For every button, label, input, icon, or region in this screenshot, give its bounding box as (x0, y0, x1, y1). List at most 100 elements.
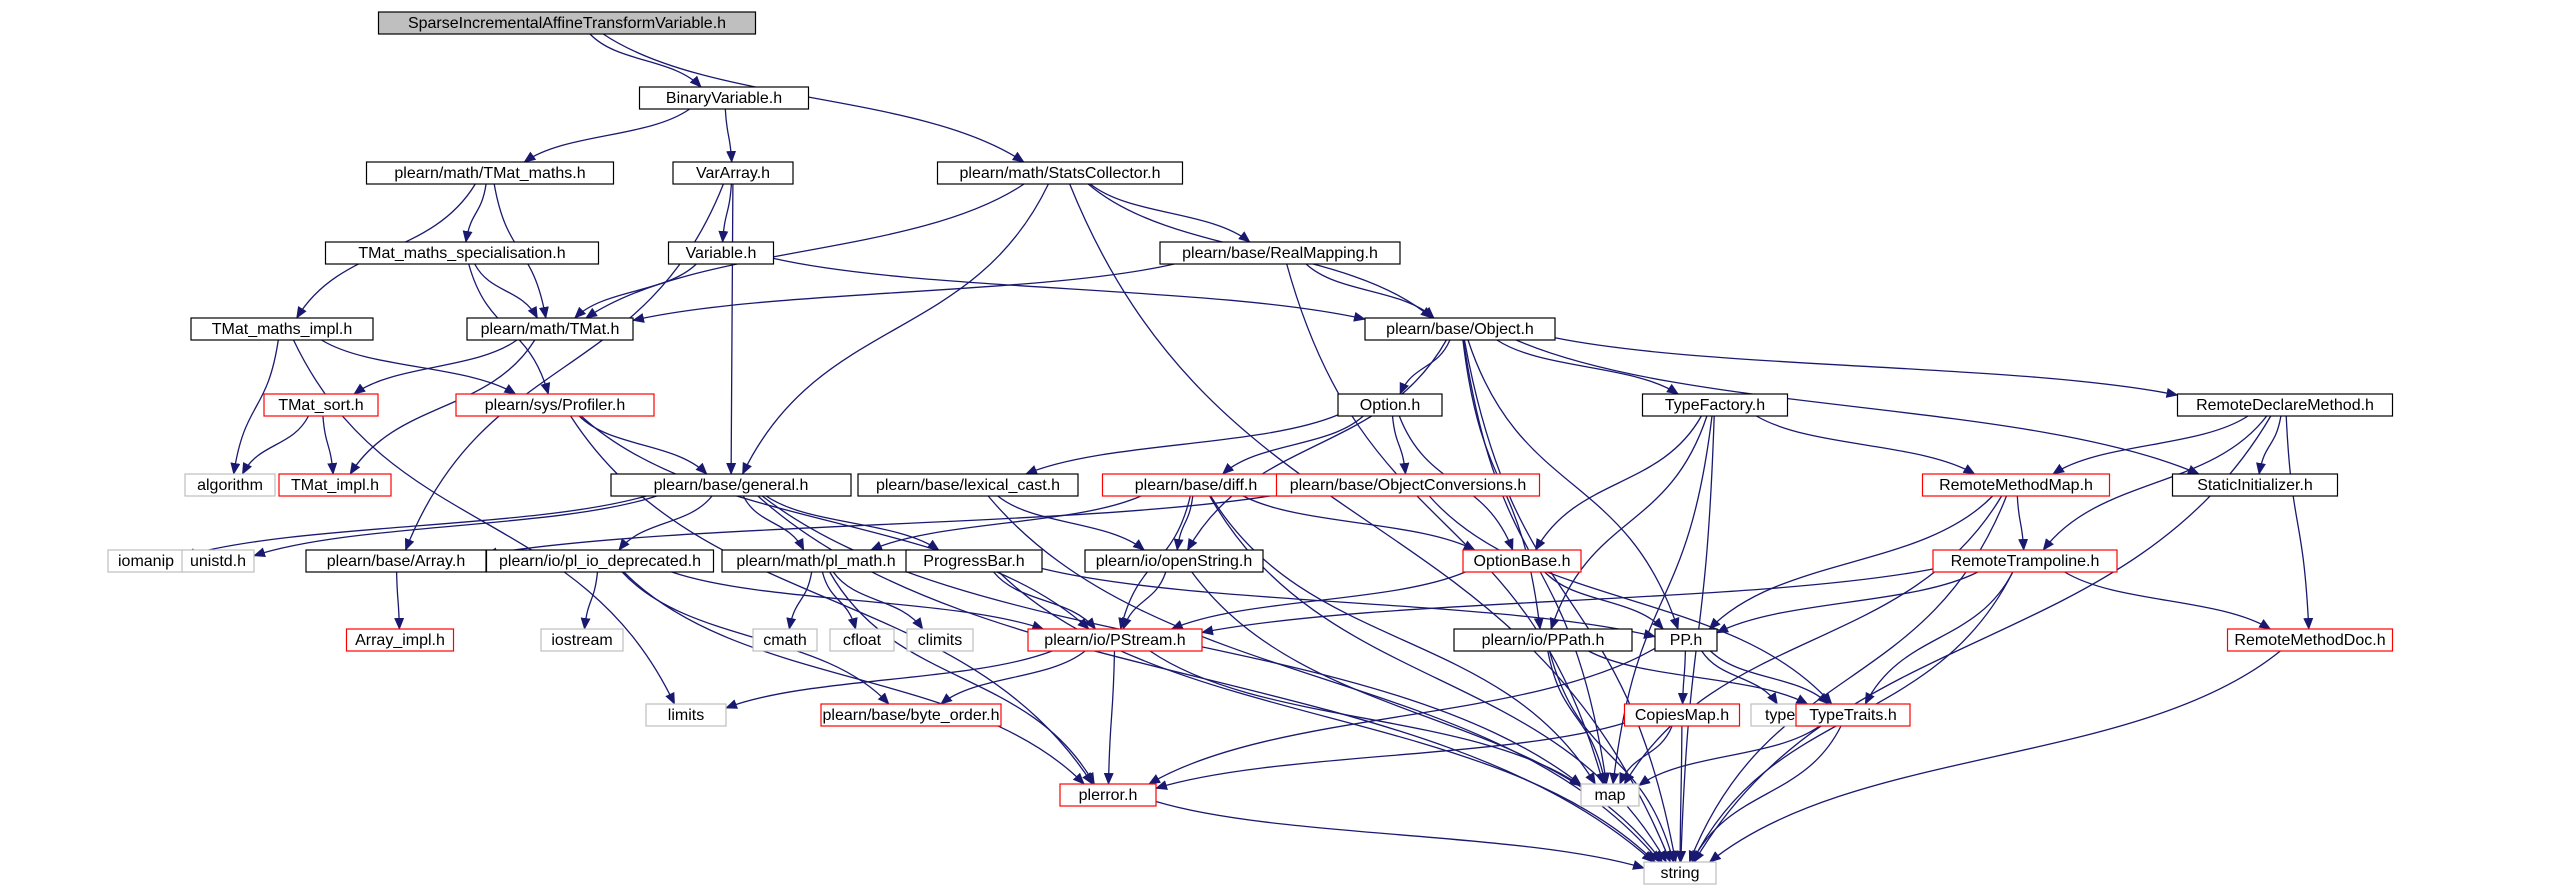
edge-remotedeclaremethod-to-staticinitializer (2256, 415, 2282, 475)
node-remotedeclaremethod[interactable]: RemoteDeclareMethod.h (2176, 393, 2394, 417)
node-binaryvariable[interactable]: BinaryVariable.h (638, 86, 810, 110)
node-array[interactable]: plearn/base/Array.h (305, 549, 487, 573)
node-string: string (1643, 861, 1717, 885)
node-remotemethoddoc[interactable]: RemoteMethodDoc.h (2226, 628, 2394, 652)
edge-tmat_maths_spec-to-tmat (474, 263, 538, 319)
node-progressbar[interactable]: ProgressBar.h (905, 549, 1043, 573)
node-label-remotetrampoline: RemoteTrampoline.h (1951, 553, 2100, 570)
edge-general-to-iomanip (183, 495, 647, 558)
edge-diff-to-optionbase (1242, 495, 1476, 551)
node-option[interactable]: Option.h (1337, 393, 1443, 417)
node-box-cmath (752, 628, 818, 652)
node-label-unistd: unistd.h (190, 553, 246, 570)
node-pp[interactable]: PP.h (1654, 628, 1718, 652)
edge-optionbase-to-pp (1544, 571, 1664, 630)
edge-profiler-to-plerror (570, 415, 1093, 785)
node-label-general: plearn/base/general.h (654, 477, 809, 494)
node-typetraits[interactable]: TypeTraits.h (1795, 703, 1911, 727)
node-realmapping[interactable]: plearn/base/RealMapping.h (1159, 241, 1401, 265)
node-tmat_maths[interactable]: plearn/math/TMat_maths.h (365, 161, 615, 185)
node-label-pl_math: plearn/math/pl_math.h (736, 553, 895, 570)
node-label-pstream: plearn/io/PStream.h (1044, 632, 1185, 649)
node-limits: limits (645, 703, 727, 727)
node-vararray[interactable]: VarArray.h (672, 161, 794, 185)
node-box-tmat_impl (278, 473, 392, 497)
node-label-lexical_cast: plearn/base/lexical_cast.h (876, 477, 1060, 494)
node-profiler[interactable]: plearn/sys/Profiler.h (455, 393, 655, 417)
edge-vararray-to-variable (718, 183, 733, 243)
node-diff[interactable]: plearn/base/diff.h (1101, 473, 1291, 497)
node-climits: climits (906, 628, 974, 652)
node-typefactory[interactable]: TypeFactory.h (1641, 393, 1789, 417)
node-staticinitializer[interactable]: StaticInitializer.h (2171, 473, 2339, 497)
edge-openstring-to-pstream (1122, 571, 1167, 630)
edges-layer (183, 33, 2314, 870)
node-general[interactable]: plearn/base/general.h (610, 473, 852, 497)
edge-tmat_sort-to-tmat_impl (322, 415, 338, 475)
node-copiesmap[interactable]: CopiesMap.h (1623, 703, 1741, 727)
edge-pp-to-typetraits (1710, 650, 1830, 705)
edge-option-to-objectconversions (1391, 415, 1410, 475)
edge-progressbar-to-pstream (993, 571, 1097, 630)
node-label-cfloat: cfloat (843, 632, 882, 649)
edge-progressbar-to-pp (1041, 567, 1656, 639)
edge-statscollector-to-realmapping (1089, 183, 1251, 243)
edge-copiesmap-to-plerror (1155, 722, 1625, 790)
node-ppath[interactable]: plearn/io/PPath.h (1453, 628, 1633, 652)
node-object[interactable]: plearn/base/Object.h (1364, 317, 1556, 341)
node-label-plerror: plerror.h (1079, 787, 1138, 804)
node-openstring[interactable]: plearn/io/openString.h (1084, 549, 1264, 573)
node-tmat_maths_impl[interactable]: TMat_maths_impl.h (190, 317, 374, 341)
node-array_impl[interactable]: Array_impl.h (345, 628, 455, 652)
node-pstream[interactable]: plearn/io/PStream.h (1027, 628, 1203, 652)
edge-remotedeclaremethod-to-remotemethoddoc (2285, 415, 2314, 630)
edge-openstring-to-string (1191, 571, 1663, 863)
edge-general-to-progressbar (765, 495, 940, 551)
node-optionbase[interactable]: OptionBase.h (1462, 549, 1582, 573)
node-pl_io_deprecated[interactable]: plearn/io/pl_io_deprecated.h (485, 549, 715, 573)
node-label-algorithm: algorithm (197, 477, 263, 494)
node-tmat[interactable]: plearn/math/TMat.h (466, 317, 634, 341)
node-label-tmat: plearn/math/TMat.h (481, 321, 620, 338)
node-pl_math[interactable]: plearn/math/pl_math.h (721, 549, 911, 573)
node-label-limits: limits (668, 707, 704, 724)
node-iostream: iostream (540, 628, 624, 652)
edge-remotetrampoline-to-typetraits (1864, 571, 2014, 705)
node-tmat_maths_spec[interactable]: TMat_maths_specialisation.h (324, 241, 600, 265)
edge-lexical_cast-to-string (987, 495, 1661, 863)
edge-variable-to-tmat (574, 263, 697, 319)
node-remotetrampoline[interactable]: RemoteTrampoline.h (1932, 549, 2118, 573)
node-plerror[interactable]: plerror.h (1059, 783, 1157, 807)
edge-object-to-staticinitializer (1515, 339, 2200, 475)
node-label-vararray: VarArray.h (696, 165, 770, 182)
node-box-remotemethodmap (1921, 473, 2111, 497)
node-byte_order[interactable]: plearn/base/byte_order.h (820, 703, 1002, 727)
node-tmat_impl[interactable]: TMat_impl.h (278, 473, 392, 497)
node-objectconversions[interactable]: plearn/base/ObjectConversions.h (1275, 473, 1541, 497)
node-label-remotedeclaremethod: RemoteDeclareMethod.h (2196, 397, 2374, 414)
node-box-profiler (455, 393, 655, 417)
node-box-objectconversions (1275, 473, 1541, 497)
edge-pstream-to-limits (725, 650, 1053, 709)
node-tmat_sort[interactable]: TMat_sort.h (263, 393, 379, 417)
node-label-root: SparseIncrementalAffineTransformVariable… (408, 15, 726, 32)
node-box-climits (906, 628, 974, 652)
edge-remotetrampoline-to-pp (1716, 571, 1979, 634)
edge-copiesmap-to-string (1675, 725, 1686, 863)
edge-profiler-to-pstream (580, 415, 1090, 630)
node-box-tmat_sort (263, 393, 379, 417)
node-lexical_cast[interactable]: plearn/base/lexical_cast.h (857, 473, 1079, 497)
edge-typetraits-to-map (1638, 725, 1820, 787)
node-label-realmapping: plearn/base/RealMapping.h (1182, 245, 1378, 262)
edge-remotemethoddoc-to-string (1708, 650, 2281, 863)
edge-general-to-unistd (253, 495, 658, 558)
edge-tmat_sort-to-algorithm (241, 415, 310, 475)
node-variable[interactable]: Variable.h (667, 241, 775, 265)
edge-remotedeclaremethod-to-remotetrampoline (2042, 415, 2268, 551)
node-remotemethodmap[interactable]: RemoteMethodMap.h (1921, 473, 2111, 497)
node-box-pp (1654, 628, 1718, 652)
nodes-layer: SparseIncrementalAffineTransformVariable… (107, 11, 2394, 885)
node-box-pl_io_deprecated (485, 549, 715, 573)
node-statscollector[interactable]: plearn/math/StatsCollector.h (936, 161, 1184, 185)
node-label-tmat_maths_spec: TMat_maths_specialisation.h (358, 245, 565, 262)
